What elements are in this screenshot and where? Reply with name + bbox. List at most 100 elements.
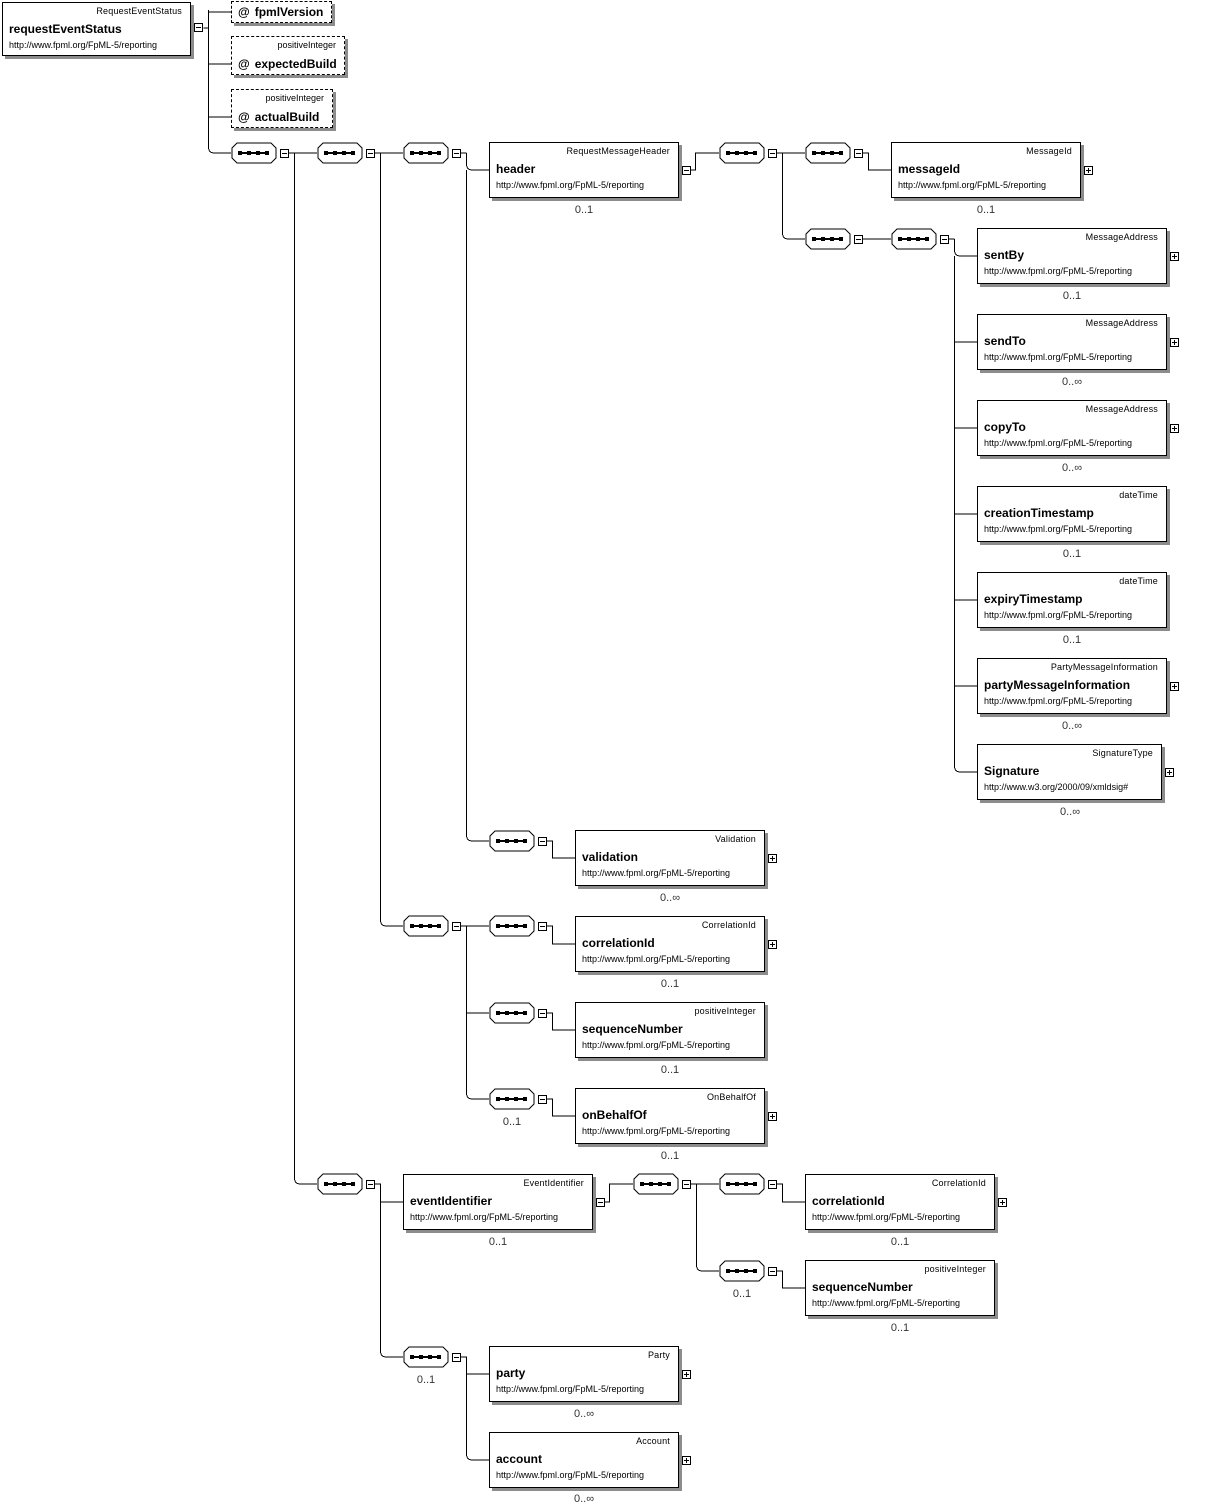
expand-toggle-icon[interactable] [768,854,777,863]
attribute-at-icon: @ [238,110,250,124]
element-Signature[interactable]: SignatureType Signature http://www.w3.or… [977,744,1162,800]
sequence-compositor-icon[interactable] [633,1173,679,1195]
element-messageId[interactable]: MessageId messageId http://www.fpml.org/… [891,142,1081,198]
attribute-actualBuild[interactable]: positiveInteger @actualBuild [231,89,333,128]
element-namespace: http://www.fpml.org/FpML-5/reporting [582,1040,731,1050]
element-creationTimestamp[interactable]: dateTime creationTimestamp http://www.fp… [977,486,1167,542]
element-sentBy[interactable]: MessageAddress sentBy http://www.fpml.or… [977,228,1167,284]
collapse-toggle-icon[interactable] [768,1180,777,1189]
element-onBehalfOf[interactable]: OnBehalfOf onBehalfOf http://www.fpml.or… [575,1088,765,1144]
expand-toggle-icon[interactable] [1170,682,1179,691]
sequence-compositor-icon[interactable] [489,830,535,852]
collapse-toggle-icon[interactable] [596,1198,605,1207]
element-namespace: http://www.fpml.org/FpML-5/reporting [812,1298,961,1308]
sequence-compositor-icon[interactable] [403,1346,449,1368]
collapse-toggle-icon[interactable] [768,1267,777,1276]
element-name: validation [582,850,639,864]
element-namespace: http://www.fpml.org/FpML-5/reporting [984,524,1133,534]
element-expiryTimestamp[interactable]: dateTime expiryTimestamp http://www.fpml… [977,572,1167,628]
collapse-toggle-icon[interactable] [682,166,691,175]
element-namespace: http://www.w3.org/2000/09/xmldsig# [984,782,1129,792]
cardinality-label: 0..1 [502,1116,522,1128]
sequence-compositor-icon[interactable] [719,1260,765,1282]
element-name: header [496,162,536,176]
root-element-requestEventStatus[interactable]: RequestEventStatus requestEventStatus ht… [2,2,191,56]
element-sequenceNumber[interactable]: positiveInteger sequenceNumber http://ww… [575,1002,765,1058]
element-type: MessageId [1026,146,1072,156]
element-name: sentBy [984,248,1025,262]
sequence-compositor-icon[interactable] [403,142,449,164]
collapse-toggle-icon[interactable] [538,1095,547,1104]
element-name: sequenceNumber [812,1280,913,1294]
cardinality-label: 0..1 [660,978,680,990]
element-partyMessageInformation[interactable]: PartyMessageInformation partyMessageInfo… [977,658,1167,714]
sequence-compositor-icon[interactable] [719,142,765,164]
expand-toggle-icon[interactable] [1165,768,1174,777]
element-namespace: http://www.fpml.org/FpML-5/reporting [496,1384,645,1394]
collapse-toggle-icon[interactable] [452,922,461,931]
attribute-expectedBuild[interactable]: positiveInteger @expectedBuild [231,36,345,75]
element-correlationId[interactable]: CorrelationId correlationId http://www.f… [575,916,765,972]
sequence-compositor-icon[interactable] [891,228,937,250]
sequence-compositor-icon[interactable] [403,915,449,937]
sequence-compositor-icon[interactable] [719,1173,765,1195]
element-account[interactable]: Account account http://www.fpml.org/FpML… [489,1432,679,1488]
element-party[interactable]: Party party http://www.fpml.org/FpML-5/r… [489,1346,679,1402]
cardinality-label: 0..1 [1062,548,1082,560]
sequence-compositor-icon[interactable] [805,142,851,164]
expand-toggle-icon[interactable] [768,940,777,949]
attribute-fpmlVersion[interactable]: @fpmlVersion [231,1,332,23]
element-eventIdentifier[interactable]: EventIdentifier eventIdentifier http://w… [403,1174,593,1230]
choice-compositor-icon[interactable] [317,1173,363,1195]
expand-toggle-icon[interactable] [998,1198,1007,1207]
collapse-toggle-icon[interactable] [452,1353,461,1362]
expand-toggle-icon[interactable] [1170,252,1179,261]
expand-toggle-icon[interactable] [1084,166,1093,175]
element-namespace: http://www.fpml.org/FpML-5/reporting [496,1470,645,1480]
element-name: Signature [984,764,1040,778]
element-copyTo[interactable]: MessageAddress copyTo http://www.fpml.or… [977,400,1167,456]
element-correlationId-event[interactable]: CorrelationId correlationId http://www.f… [805,1174,995,1230]
sequence-compositor-icon[interactable] [489,1002,535,1024]
expand-toggle-icon[interactable] [682,1456,691,1465]
collapse-toggle-icon[interactable] [366,1180,375,1189]
collapse-toggle-icon[interactable] [194,23,203,32]
collapse-toggle-icon[interactable] [538,1009,547,1018]
element-name: copyTo [984,420,1026,434]
cardinality-label: 0..1 [574,204,594,216]
expand-toggle-icon[interactable] [768,1112,777,1121]
element-name: onBehalfOf [582,1108,647,1122]
element-sequenceNumber-event[interactable]: positiveInteger sequenceNumber http://ww… [805,1260,995,1316]
collapse-toggle-icon[interactable] [768,149,777,158]
element-type: CorrelationId [931,1178,986,1188]
collapse-toggle-icon[interactable] [538,922,547,931]
cardinality-label: 0..∞ [1061,376,1083,388]
collapse-toggle-icon[interactable] [538,837,547,846]
collapse-toggle-icon[interactable] [280,149,289,158]
element-sendTo[interactable]: MessageAddress sendTo http://www.fpml.or… [977,314,1167,370]
choice-compositor-icon[interactable] [805,228,851,250]
expand-toggle-icon[interactable] [1170,338,1179,347]
expand-toggle-icon[interactable] [682,1370,691,1379]
sequence-compositor-icon[interactable] [231,142,277,164]
collapse-toggle-icon[interactable] [854,149,863,158]
cardinality-label: 0..∞ [1061,462,1083,474]
cardinality-label: 0..1 [488,1236,508,1248]
element-validation[interactable]: Validation validation http://www.fpml.or… [575,830,765,886]
expand-toggle-icon[interactable] [1170,424,1179,433]
cardinality-label: 0..∞ [573,1408,595,1420]
element-name: sendTo [984,334,1026,348]
element-namespace: http://www.fpml.org/FpML-5/reporting [984,266,1133,276]
cardinality-label: 0..1 [890,1236,910,1248]
collapse-toggle-icon[interactable] [854,235,863,244]
sequence-compositor-icon[interactable] [317,142,363,164]
collapse-toggle-icon[interactable] [682,1180,691,1189]
collapse-toggle-icon[interactable] [366,149,375,158]
collapse-toggle-icon[interactable] [452,149,461,158]
sequence-compositor-icon[interactable] [489,915,535,937]
sequence-compositor-icon[interactable] [489,1088,535,1110]
cardinality-label: 0..1 [660,1150,680,1162]
element-header[interactable]: RequestMessageHeader header http://www.f… [489,142,679,198]
collapse-toggle-icon[interactable] [940,235,949,244]
